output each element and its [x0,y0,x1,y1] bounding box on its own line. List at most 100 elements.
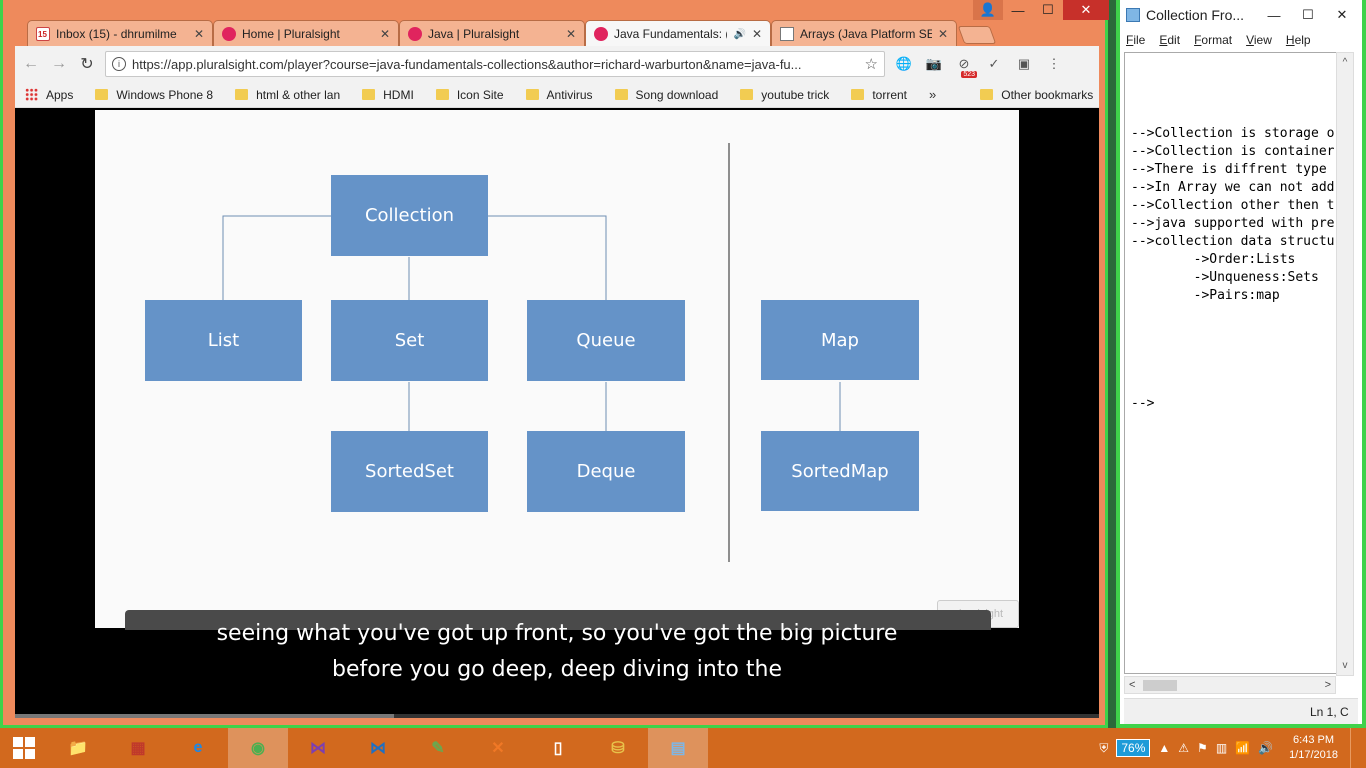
globe-extension-icon[interactable]: 🌐 [895,56,913,71]
flag-icon[interactable]: ⚑ [1197,741,1208,755]
tab-arrays-java-docs[interactable]: Arrays (Java Platform SE ✕ [771,20,957,46]
bookmark-apps[interactable]: Apps [25,88,73,102]
tab-pluralsight-home[interactable]: Home | Pluralsight ✕ [213,20,399,46]
visual-studio-code-icon: ⋈ [370,740,386,757]
tab-close-icon[interactable]: ✕ [937,26,948,41]
video-progress-bar[interactable] [15,714,1099,718]
tab-gmail-inbox[interactable]: Inbox (15) - dhrumilme ✕ [27,20,213,46]
folder-icon [614,89,628,100]
tab-pluralsight-java[interactable]: Java | Pluralsight ✕ [399,20,585,46]
network-signal-icon[interactable]: 📶 [1235,741,1251,755]
tab-title: Home | Pluralsight [242,26,340,41]
adblock-extension-icon[interactable]: ⊘ 523 [953,53,977,78]
tab-title: Inbox (15) - dhrumilme [56,26,177,41]
screen-extension-icon[interactable]: ▣ [1017,56,1031,71]
gmail-icon [36,26,50,41]
bookmark-folder[interactable]: torrent [851,88,907,102]
minimize-button[interactable]: — [1267,7,1281,23]
folder-icon [362,89,376,100]
more-bookmarks-icon[interactable]: » [929,87,937,102]
bookmark-label: youtube trick [761,87,830,102]
video-player[interactable]: Collection List Set Queue SortedSet Dequ… [15,108,1099,718]
caption-background [125,610,991,630]
start-button[interactable] [0,728,48,768]
scroll-up-icon[interactable]: ^ [1342,57,1348,68]
taskbar-app[interactable]: ✕ [468,728,528,768]
bookmark-label: Windows Phone 8 [116,87,214,102]
menu-edit[interactable]: Edit [1159,33,1181,47]
warning-icon[interactable]: ⚠ [1178,741,1190,755]
user-profile-icon[interactable]: 👤 [973,0,1003,20]
audio-playing-icon[interactable]: 🔊 [733,28,746,40]
notepad-text-area[interactable]: -->Collection is storage o -->Collection… [1124,52,1336,674]
show-desktop-button[interactable] [1350,728,1356,768]
tab-close-icon[interactable]: ✕ [565,26,576,41]
scroll-right-icon[interactable]: > [1324,679,1331,691]
taskbar-app[interactable]: ▤ [648,728,708,768]
back-arrow-icon[interactable]: ← [23,55,39,72]
taskbar-app[interactable]: ⋈ [288,728,348,768]
bookmark-folder[interactable]: Antivirus [525,88,593,102]
taskbar-clock[interactable]: 6:43 PM 1/17/2018 [1289,733,1338,763]
forward-arrow-icon[interactable]: → [51,55,67,72]
site-info-icon[interactable]: i [112,57,126,71]
bookmark-star-icon[interactable]: ☆ [864,56,878,73]
tab-title: Java | Pluralsight [428,26,520,41]
folder-icon [740,89,754,100]
taskbar-app[interactable]: ▯ [528,728,588,768]
tab-title: Java Fundamentals: ( [614,27,728,41]
close-window-button[interactable]: ✕ [1328,7,1356,23]
maximize-button[interactable]: ☐ [1042,2,1054,17]
horizontal-scrollbar[interactable]: < > [1124,676,1336,694]
clock-date: 1/17/2018 [1289,749,1338,761]
shield-icon[interactable]: ⛨ [1099,740,1109,755]
menu-file[interactable]: File [1126,33,1146,47]
new-tab-button[interactable] [957,26,997,44]
scroll-down-icon[interactable]: v [1342,660,1348,671]
bookmark-folder[interactable]: Windows Phone 8 [95,88,213,102]
folder-icon [525,89,539,100]
vertical-scrollbar[interactable]: ^ v [1336,52,1354,676]
tab-close-icon[interactable]: ✕ [193,26,204,41]
device-icon[interactable]: ▥ [1215,741,1228,755]
scrollbar-thumb[interactable] [1143,680,1177,691]
taskbar-app[interactable]: 📁 [48,728,108,768]
taskbar-app[interactable]: ▦ [108,728,168,768]
camera-extension-icon[interactable]: 📷 [925,56,943,71]
scroll-left-icon[interactable]: < [1129,679,1136,691]
bookmark-folder[interactable]: HDMI [362,88,414,102]
show-hidden-icons-icon[interactable]: ▲ [1158,741,1171,755]
taskbar-app[interactable]: ✎ [408,728,468,768]
tab-close-icon[interactable]: ✕ [751,27,762,41]
taskbar-app[interactable]: e [168,728,228,768]
bookmark-other[interactable]: Other bookmarks [980,88,1093,102]
taskbar-app[interactable]: ◉ [228,728,288,768]
folder-icon [851,89,865,100]
taskbar-app[interactable]: ⛁ [588,728,648,768]
close-window-button[interactable]: ✕ [1063,0,1109,20]
bookmark-folder[interactable]: Icon Site [435,88,504,102]
bookmark-folder[interactable]: html & other lan [235,88,340,102]
tab-java-fundamentals[interactable]: Java Fundamentals: ( 🔊 ✕ [585,20,771,47]
taskbar-app[interactable]: ⋈ [348,728,408,768]
notepad-menu-bar: File Edit Format View Help [1120,30,1362,50]
menu-format[interactable]: Format [1194,33,1233,47]
address-url[interactable]: https://app.pluralsight.com/player?cours… [132,56,802,72]
notepad-title-bar: Collection Fro... — ☐ ✕ [1120,0,1362,30]
bookmark-folder[interactable]: Song download [614,88,718,102]
menu-help[interactable]: Help [1285,33,1311,47]
minimize-button[interactable]: — [1011,2,1025,18]
battery-indicator[interactable]: 76% [1116,739,1151,757]
apps-grid-icon [25,88,38,101]
adblock-glyph: ⊘ [958,56,970,71]
chrome-menu-icon[interactable]: ⋮ [1047,56,1061,71]
bookmark-folder[interactable]: youtube trick [740,88,829,102]
address-bar[interactable]: i https://app.pluralsight.com/player?cou… [105,51,885,77]
reload-icon[interactable]: ↻ [80,56,94,73]
volume-icon[interactable]: 🔊 [1258,741,1274,755]
tab-title: Arrays (Java Platform SE [800,26,932,41]
maximize-button[interactable]: ☐ [1302,7,1314,22]
tab-close-icon[interactable]: ✕ [379,26,390,41]
menu-view[interactable]: View [1246,33,1272,47]
check-extension-icon[interactable]: ✓ [988,56,1000,71]
